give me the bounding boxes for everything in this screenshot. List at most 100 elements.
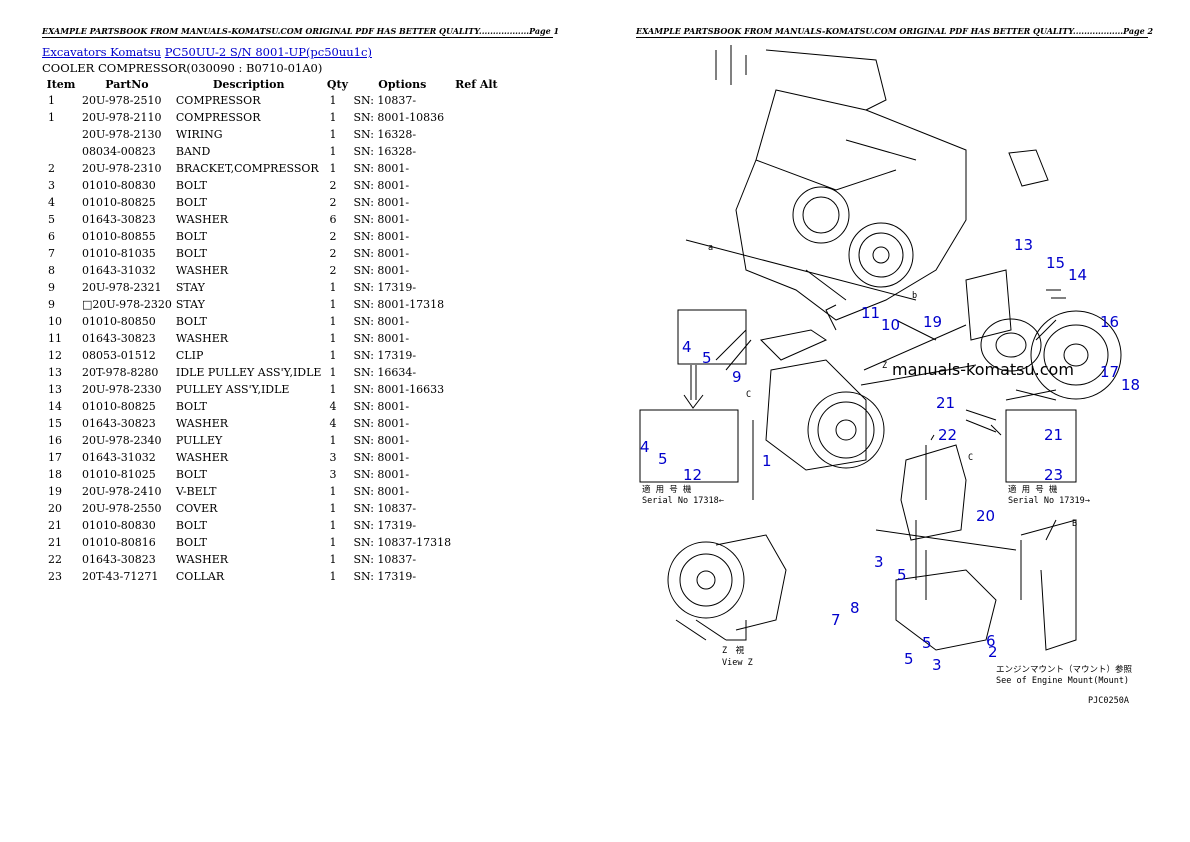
diagram-note-letter-c1: C <box>746 390 751 400</box>
cell-qty: 4 <box>329 400 337 413</box>
cell-qty: 2 <box>329 247 337 260</box>
cell-qty: 1 <box>329 536 337 549</box>
cell-partno: 01643-30823 <box>82 417 156 430</box>
cell-options: SN: 8001- <box>353 417 410 430</box>
callout-label: 5 <box>904 650 914 668</box>
cell-item: 13 <box>48 366 62 379</box>
cell-partno: 20T-978-8280 <box>82 366 159 379</box>
callout-label: 23 <box>1044 466 1063 484</box>
cell-description: WASHER <box>175 332 229 345</box>
callout-label: 18 <box>1121 376 1140 394</box>
cell-item: 16 <box>48 434 62 447</box>
cell-options: SN: 16328- <box>353 128 417 141</box>
cell-partno: 20U-978-2130 <box>82 128 162 141</box>
cell-qty: 1 <box>329 366 337 379</box>
cell-options: SN: 8001-10836 <box>353 111 445 124</box>
diagram-note-letter-a: a <box>708 243 713 253</box>
cell-options: SN: 16634- <box>353 366 417 379</box>
cell-item: 11 <box>48 332 62 345</box>
callout-label: 5 <box>658 450 668 468</box>
cell-description: COMPRESSOR <box>175 111 261 124</box>
cell-item: 3 <box>48 179 55 192</box>
callout-label: 8 <box>850 599 860 617</box>
cell-partno: 01010-80855 <box>82 230 156 243</box>
cell-item: 6 <box>48 230 55 243</box>
cell-qty: 3 <box>329 468 337 481</box>
cell-qty: 2 <box>329 179 337 192</box>
cell-qty: 1 <box>329 281 337 294</box>
watermark-text: manuals-komatsu.com <box>892 360 1074 379</box>
callout-label: 4 <box>682 338 692 356</box>
cell-item: 15 <box>48 417 62 430</box>
cell-description: BOLT <box>175 196 207 209</box>
table-header-row: Item PartNo Description Qty Options Ref … <box>42 76 500 92</box>
cell-description: WIRING <box>175 128 223 141</box>
breadcrumb-link-model[interactable]: PC50UU-2 S/N 8001-UP(pc50uu1c) <box>164 45 372 59</box>
cell-qty: 1 <box>329 485 337 498</box>
breadcrumb: Excavators Komatsu PC50UU-2 S/N 8001-UP(… <box>42 45 372 59</box>
cell-description: STAY <box>175 298 205 311</box>
cell-partno: 08053-01512 <box>82 349 156 362</box>
detail-box-top <box>677 309 747 365</box>
cell-item: 4 <box>48 196 55 209</box>
cell-qty: 1 <box>329 128 337 141</box>
cover-drawing <box>875 409 1077 651</box>
cell-partno: 01010-80816 <box>82 536 156 549</box>
diagram-note-letter-z: Z <box>882 361 887 371</box>
cell-options: SN: 8001- <box>353 230 410 243</box>
cell-item <box>42 126 80 143</box>
cell-description: PULLEY ASS'Y,IDLE <box>175 383 290 396</box>
cell-options: SN: 8001- <box>353 196 410 209</box>
cell-description: COLLAR <box>175 570 225 583</box>
callout-label: 15 <box>1046 254 1065 272</box>
cell-description: BOLT <box>175 315 207 328</box>
callout-label: 9 <box>732 368 742 386</box>
cell-qty: 1 <box>329 332 337 345</box>
page1-header: EXAMPLE PARTSBOOK FROM MANUALS-KOMATSU.C… <box>42 26 560 38</box>
diagram-note-serial-right: Serial No 17319→ <box>1008 496 1090 506</box>
breadcrumb-link-category[interactable]: Excavators Komatsu <box>42 45 162 59</box>
cell-item <box>42 143 80 160</box>
cell-partno: 20U-978-2510 <box>82 94 162 107</box>
cell-options: SN: 8001- <box>353 468 410 481</box>
cell-item: 19 <box>48 485 62 498</box>
callout-label: 2 <box>988 643 998 661</box>
cell-description: WASHER <box>175 417 229 430</box>
cell-partno: 01010-80825 <box>82 400 156 413</box>
callout-label: 5 <box>922 634 932 652</box>
cell-qty: 1 <box>329 315 337 328</box>
cell-partno: 01643-31032 <box>82 451 156 464</box>
cell-item: 21 <box>48 536 62 549</box>
cell-options: SN: 8001- <box>353 400 410 413</box>
diagram-note-serial-left: Serial No 17318← <box>642 496 724 506</box>
cell-description: IDLE PULLEY ASS'Y,IDLE <box>175 366 322 379</box>
diagram-note-letter-b2: B <box>1072 519 1077 529</box>
cell-options: SN: 8001- <box>353 434 410 447</box>
col-description: Description <box>212 77 285 91</box>
cell-description: BOLT <box>175 247 207 260</box>
cell-description: BOLT <box>175 230 207 243</box>
cell-partno: 20U-978-2330 <box>82 383 162 396</box>
col-partno: PartNo <box>105 77 149 91</box>
diagram-note-engine-mount-jp: エンジンマウント（マウント）参照 <box>996 664 1133 675</box>
cell-description: BAND <box>175 145 211 158</box>
cell-options: SN: 16328- <box>353 145 417 158</box>
cell-qty: 1 <box>329 162 337 175</box>
diagram-note-letter-b: b <box>912 291 917 301</box>
callout-label: 22 <box>938 426 957 444</box>
callout-label: 4 <box>640 438 650 456</box>
